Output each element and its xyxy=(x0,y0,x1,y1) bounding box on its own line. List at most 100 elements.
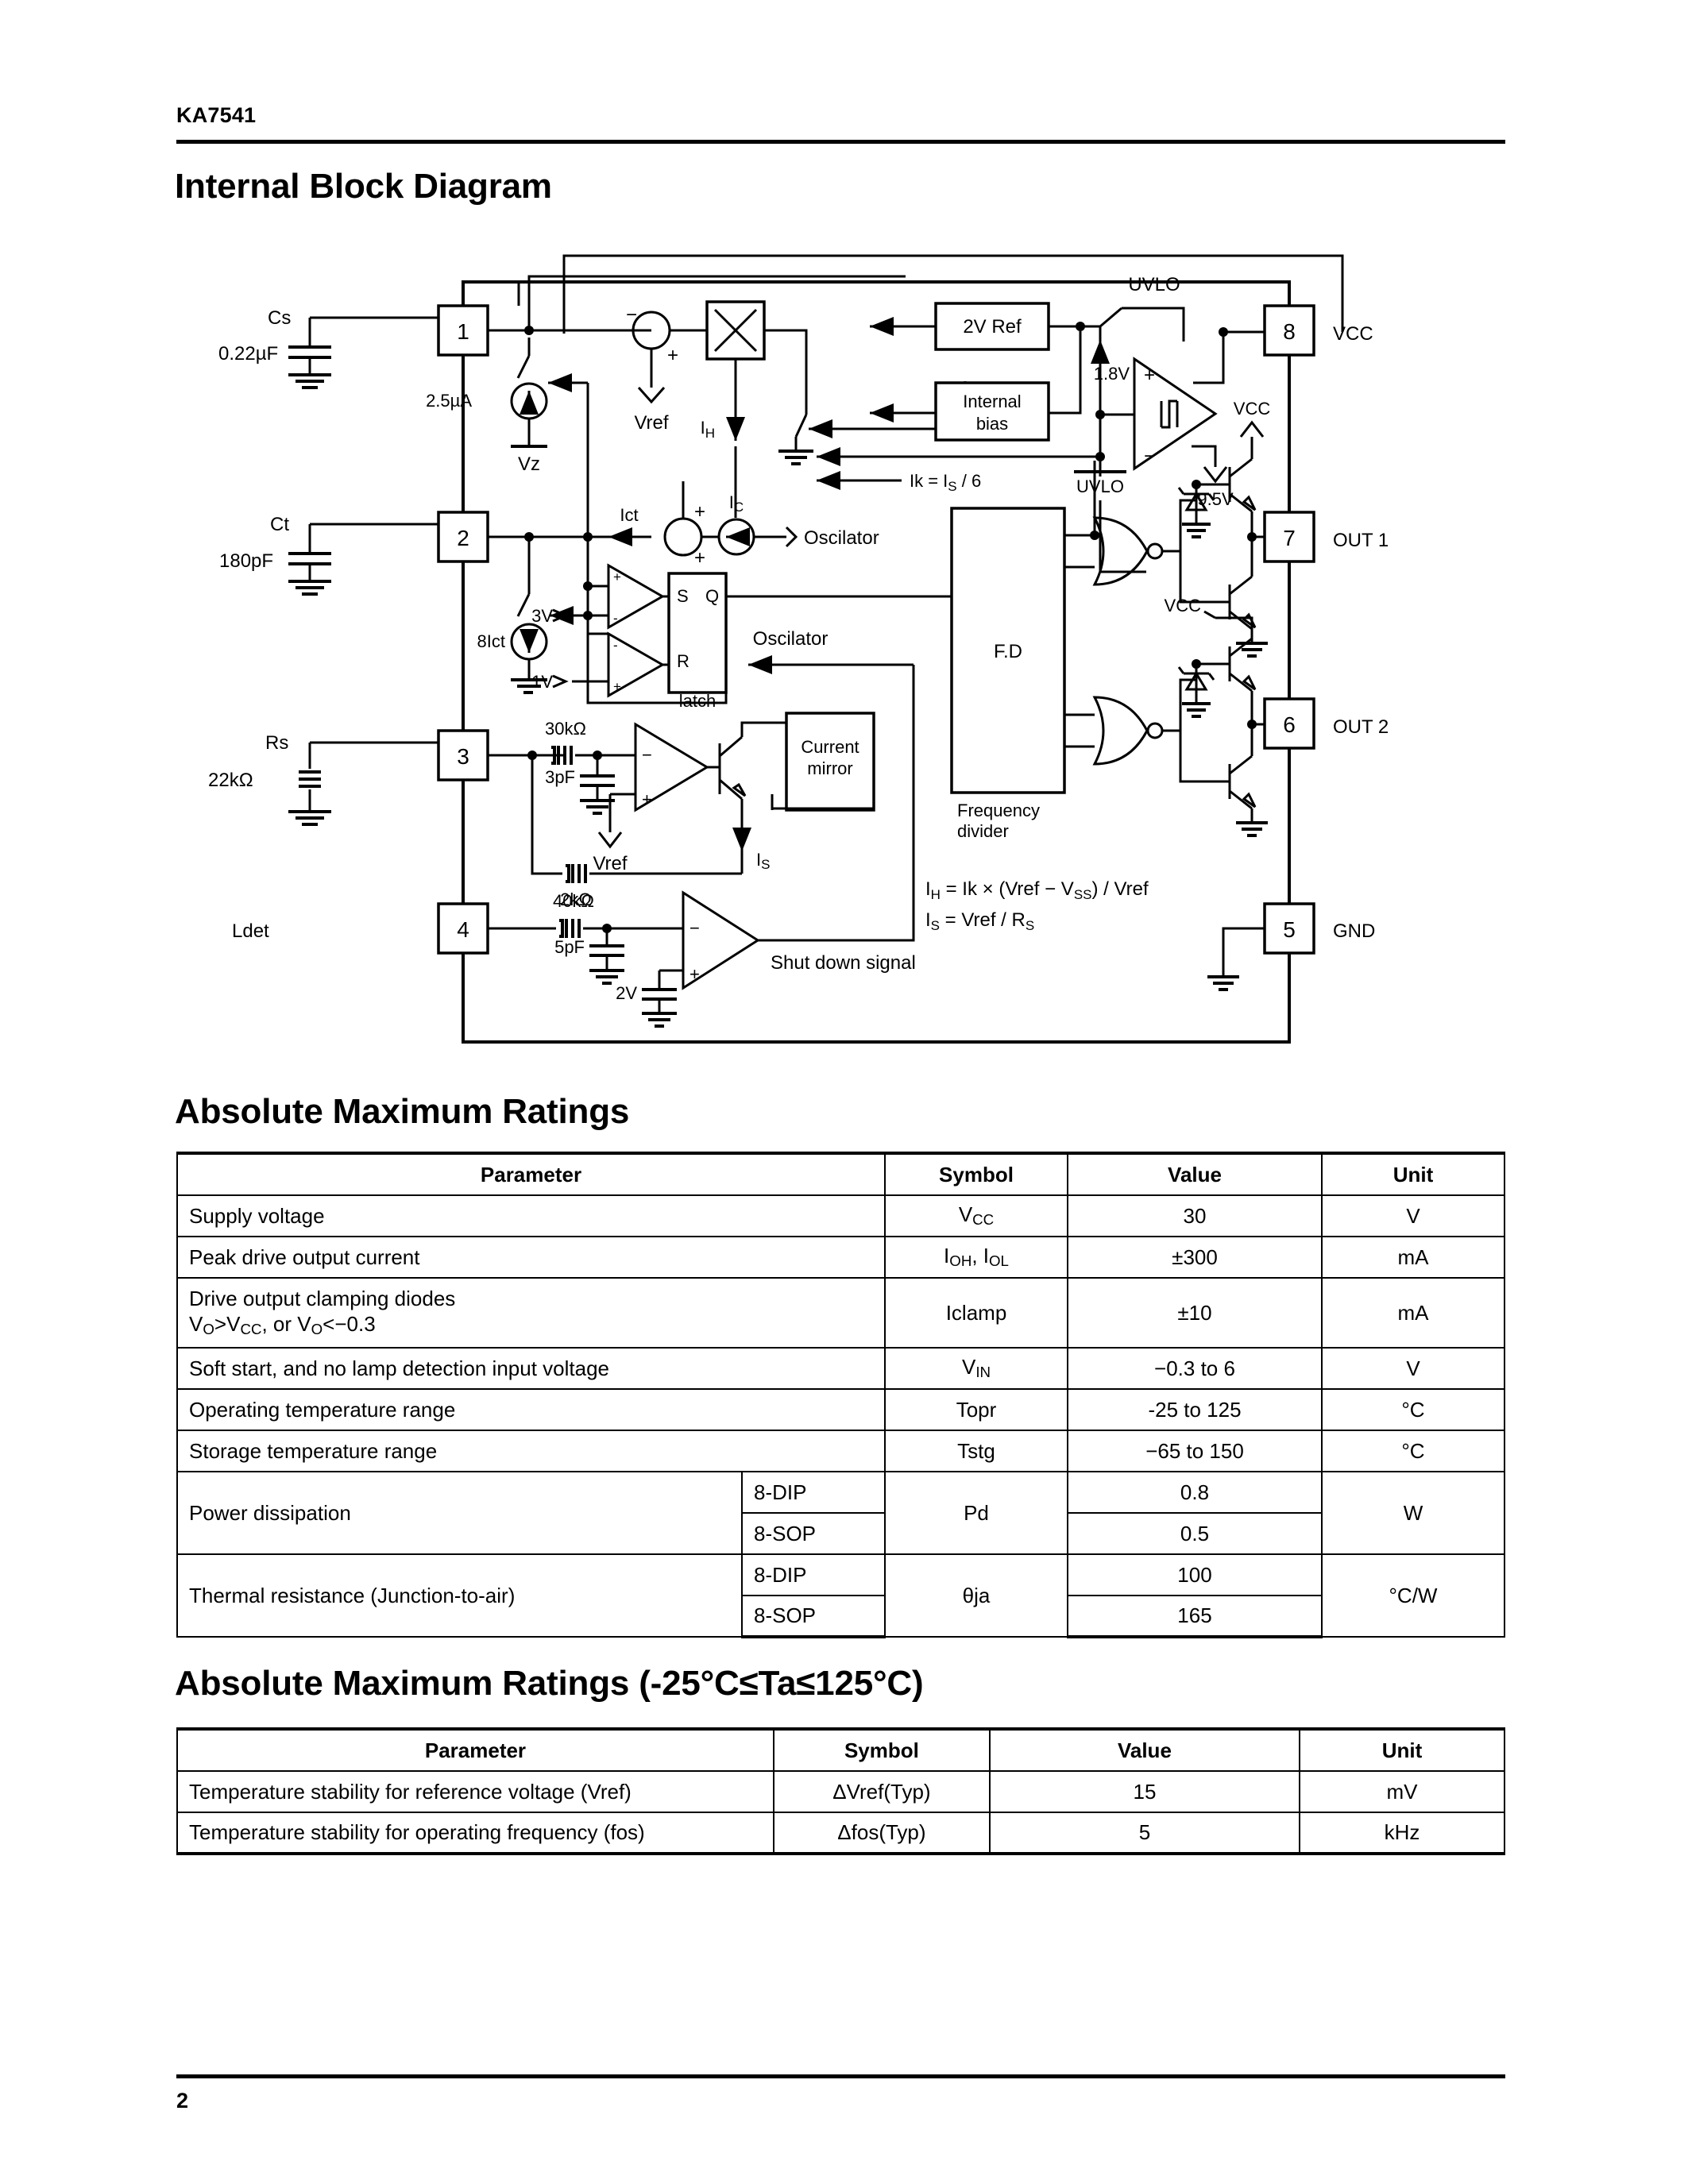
cell-parameter: Power dissipation xyxy=(176,1471,743,1555)
v-1-8-label: 1.8V xyxy=(1094,364,1130,384)
header-part-number: KA7541 xyxy=(176,103,257,127)
cell-parameter: Operating temperature range xyxy=(176,1388,886,1431)
cell-symbol: ΔVref(Typ) xyxy=(772,1770,991,1813)
cell-unit: W xyxy=(1321,1471,1505,1555)
cell-value: 15 xyxy=(988,1770,1301,1813)
cell-symbol: Δfos(Typ) xyxy=(772,1812,991,1855)
col-header-value: Value xyxy=(1067,1152,1323,1196)
col-header-unit: Unit xyxy=(1299,1727,1505,1772)
cell-parameter-line1: Drive output clamping diodes xyxy=(189,1287,456,1311)
cell-unit: V xyxy=(1321,1347,1505,1390)
absolute-maximum-ratings-temp-table: Parameter Symbol Value Unit Temperature … xyxy=(176,1727,1505,1855)
pin-5-number: 5 xyxy=(1283,917,1296,942)
latch-q-label: Q xyxy=(705,586,719,606)
cell-package: 8-DIP xyxy=(741,1553,886,1596)
pin-8-label: VCC xyxy=(1333,323,1373,345)
cell-parameter: Temperature stability for reference volt… xyxy=(176,1770,774,1813)
section-title-absolute-maximum-ratings-temp: Absolute Maximum Ratings (-25°C≤Ta≤125°C… xyxy=(175,1664,924,1703)
pin-7-label: OUT 1 xyxy=(1333,530,1389,551)
comp-up-minus: - xyxy=(613,611,618,626)
c-5pf-label: 5pF xyxy=(554,937,585,957)
sd-comp-plus: + xyxy=(689,964,700,984)
ik-equation: Ik = IS / 6 xyxy=(910,471,981,494)
r-2k-label: 2kΩ xyxy=(560,889,592,909)
table-row: 8-SOP 165 xyxy=(177,1595,1505,1638)
block-current-mirror-1: Current xyxy=(801,737,859,757)
r-40k-label: 40kΩ xyxy=(553,891,594,911)
comp-dn-plus: + xyxy=(613,679,621,694)
cell-value: -25 to 125 xyxy=(1067,1388,1323,1431)
header-rule xyxy=(176,140,1505,144)
pin-1-number: 1 xyxy=(457,319,469,344)
fd-caption-2: divider xyxy=(957,821,1009,841)
pin-6-label: OUT 2 xyxy=(1333,716,1389,738)
vcc-label-out2: VCC xyxy=(1165,596,1202,615)
cell-package: 8-DIP xyxy=(741,1471,886,1514)
col-header-unit: Unit xyxy=(1321,1152,1505,1196)
table-row: Supply voltage VCC 30 V xyxy=(176,1194,1505,1237)
formula-is: IS = Vref / RS xyxy=(925,909,1034,933)
sd-comp-minus: − xyxy=(689,918,700,938)
absolute-maximum-ratings-table: Parameter Symbol Value Unit Supply volta… xyxy=(176,1152,1505,1638)
cell-value: 5 xyxy=(988,1812,1301,1855)
cell-value: 100 xyxy=(1067,1553,1323,1596)
cs-cap-label: 0.22µF xyxy=(218,343,278,365)
comp-up-plus: + xyxy=(613,569,621,585)
cell-unit: mA xyxy=(1321,1277,1505,1349)
uvlo-bar-label: UVLO xyxy=(1076,477,1124,496)
cell-package: 8-SOP xyxy=(741,1595,886,1638)
footer-rule xyxy=(176,2074,1505,2078)
table-header-row: Parameter Symbol Value Unit xyxy=(176,1152,1505,1196)
cell-parameter: Thermal resistance (Junction-to-air) xyxy=(176,1553,743,1638)
page-title-internal-block-diagram: Internal Block Diagram xyxy=(175,167,552,206)
cell-value: −65 to 150 xyxy=(1067,1430,1323,1472)
cell-parameter: Temperature stability for operating freq… xyxy=(176,1812,774,1855)
fd-caption-1: Frequency xyxy=(957,801,1040,820)
pin-3-label: Rs xyxy=(265,732,288,754)
comp-1v-label: 1V xyxy=(531,672,553,692)
shutdown-signal-label: Shut down signal xyxy=(771,952,916,974)
cell-symbol: Tstg xyxy=(884,1430,1068,1472)
cell-unit: °C xyxy=(1321,1388,1505,1431)
comp-minus-sign: − xyxy=(1144,446,1155,467)
comp-plus-sign: + xyxy=(1144,365,1155,386)
c-3pf-label: 3pF xyxy=(545,767,575,787)
footer-page-number: 2 xyxy=(176,2089,189,2113)
oscilator-input-label: Oscilator xyxy=(804,527,879,549)
comp-dn-minus: - xyxy=(613,638,618,653)
uvlo-label: UVLO xyxy=(1128,274,1180,295)
vcc-label-out1: VCC xyxy=(1234,399,1271,419)
table-row: Power dissipation 8-DIP Pd 0.8 W xyxy=(176,1471,1505,1555)
cell-unit: mA xyxy=(1321,1236,1505,1279)
cell-parameter: Storage temperature range xyxy=(176,1430,886,1472)
pin-5-label: GND xyxy=(1333,920,1375,942)
pin-6-number: 6 xyxy=(1283,712,1296,737)
cell-symbol: θja xyxy=(884,1553,1068,1638)
cell-unit: mV xyxy=(1299,1770,1505,1813)
table-row: 8-SOP 0.5 xyxy=(177,1512,1505,1555)
comp-3v-label: 3V xyxy=(531,606,553,626)
pin-8-number: 8 xyxy=(1283,319,1296,344)
cell-unit: kHz xyxy=(1299,1812,1505,1855)
vref-label-1: Vref xyxy=(634,412,668,434)
cell-symbol: IOH, IOL xyxy=(884,1236,1068,1279)
table-row: Peak drive output current IOH, IOL ±300 … xyxy=(176,1236,1505,1279)
cell-value: 30 xyxy=(1067,1194,1323,1237)
table-row: Drive output clamping diodes VO>VCC, or … xyxy=(176,1277,1505,1349)
latch-label: latch xyxy=(679,691,716,711)
cell-parameter: Supply voltage xyxy=(176,1194,886,1237)
opamp-minus: − xyxy=(642,745,652,765)
vref-label-2: Vref xyxy=(593,853,627,874)
cell-package: 8-SOP xyxy=(741,1512,886,1555)
table-row: Temperature stability for operating freq… xyxy=(176,1812,1505,1855)
block-internal-bias-label-2: bias xyxy=(976,414,1008,434)
r-30k-label: 30kΩ xyxy=(545,719,586,739)
vz-label: Vz xyxy=(518,453,540,475)
cell-parameter: Peak drive output current xyxy=(176,1236,886,1279)
oscilator-feedback-label: Oscilator xyxy=(753,628,829,650)
col-header-parameter: Parameter xyxy=(176,1727,774,1772)
pin-7-number: 7 xyxy=(1283,526,1296,550)
table-header-row: Parameter Symbol Value Unit xyxy=(176,1727,1505,1772)
pin-2-number: 2 xyxy=(457,526,469,550)
cell-unit: °C xyxy=(1321,1430,1505,1472)
